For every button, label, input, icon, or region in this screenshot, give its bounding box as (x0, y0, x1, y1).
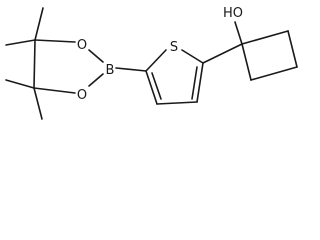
bond-ca-o-top (34, 39, 76, 43)
cyclobutane-ring (241, 30, 298, 81)
bond-c5-c4 (196, 62, 204, 103)
bond-c2-s (145, 49, 167, 72)
bond-s-c5 (181, 49, 204, 64)
atom-boron: B (106, 63, 115, 78)
bond-o-bottom-b (88, 73, 104, 87)
thiophene-ring (145, 49, 204, 105)
atom-o-top: O (77, 38, 87, 53)
atom-hydroxyl: HO (223, 6, 243, 21)
bond-c3-cq (241, 43, 252, 81)
bond-o-top-b (88, 49, 104, 63)
atom-sulfur: S (170, 40, 178, 55)
bond-c1-c2 (287, 30, 298, 68)
bond-ca-cb (33, 39, 36, 89)
bond-c2-c3 (250, 66, 298, 81)
atom-o-bottom: O (77, 88, 87, 103)
bond-c3-c2-double (151, 72, 162, 100)
bond-c-oh (234, 21, 243, 45)
methyl-bond-top-2 (5, 39, 36, 46)
bond-cb-o-bottom (33, 87, 76, 94)
methyl-groups (5, 7, 44, 120)
methyl-bond-top-1 (34, 7, 44, 41)
bond-c3-c2 (145, 70, 158, 105)
methyl-bond-bottom-2 (33, 87, 43, 120)
bond-cq-c1 (241, 30, 289, 45)
bond-b-thiophene (115, 67, 147, 72)
bond-c5-c4-double (191, 66, 198, 100)
bond-thiophene-cyclobutyl (202, 43, 243, 64)
structure-canvas: O O B S HO (5, 6, 298, 120)
molecule-drawing: O O B S HO (5, 6, 298, 120)
pinacol-ring (33, 39, 104, 94)
bond-c4-c3 (156, 101, 198, 105)
methyl-bond-bottom-1 (5, 79, 35, 89)
